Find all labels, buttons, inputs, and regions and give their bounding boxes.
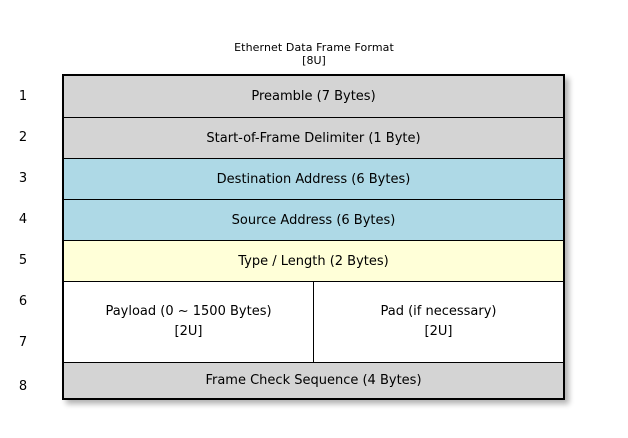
frame-field-sfd-label: Start-of-Frame Delimiter (1 Byte) bbox=[206, 130, 421, 146]
frame-field-payload-label: Payload (0 ~ 1500 Bytes) bbox=[105, 303, 272, 319]
frame-field-destination-address-label: Destination Address (6 Bytes) bbox=[216, 171, 411, 187]
row-number-4: 4 bbox=[18, 212, 28, 227]
frame-field-pad-label: Pad (if necessary) bbox=[380, 303, 497, 319]
row-number-2: 2 bbox=[18, 130, 28, 145]
frame-field-source-address-label: Source Address (6 Bytes) bbox=[231, 212, 396, 228]
frame-field-type-length-label: Type / Length (2 Bytes) bbox=[238, 253, 389, 269]
frame-field-payload: Payload (0 ~ 1500 Bytes) [2U] bbox=[64, 282, 314, 362]
frame-field-preamble: Preamble (7 Bytes) bbox=[64, 76, 563, 117]
frame-field-source-address: Source Address (6 Bytes) bbox=[64, 199, 563, 240]
row-number-7: 7 bbox=[18, 335, 28, 350]
frame-field-pad-annotation: [2U] bbox=[424, 324, 453, 339]
row-number-1: 1 bbox=[18, 89, 28, 104]
ethernet-frame-diagram: Preamble (7 Bytes) Start-of-Frame Delimi… bbox=[62, 74, 569, 404]
frame-field-destination-address: Destination Address (6 Bytes) bbox=[64, 158, 563, 199]
frame-field-sfd: Start-of-Frame Delimiter (1 Byte) bbox=[64, 117, 563, 158]
row-number-6: 6 bbox=[18, 294, 28, 309]
row-number-5: 5 bbox=[18, 253, 28, 268]
title-main-text: Ethernet Data Frame Format bbox=[234, 41, 394, 54]
row-number-3: 3 bbox=[18, 171, 28, 186]
row-number-gutter: 1 2 3 4 5 6 7 8 bbox=[0, 74, 62, 400]
diagram-title: Ethernet Data Frame Format [8U] bbox=[0, 41, 628, 68]
frame-field-payload-annotation: [2U] bbox=[174, 324, 203, 339]
frame-border: Preamble (7 Bytes) Start-of-Frame Delimi… bbox=[62, 74, 565, 400]
frame-field-frame-check-sequence: Frame Check Sequence (4 Bytes) bbox=[64, 363, 563, 398]
frame-field-preamble-label: Preamble (7 Bytes) bbox=[251, 89, 376, 104]
frame-field-frame-check-sequence-label: Frame Check Sequence (4 Bytes) bbox=[205, 373, 422, 388]
frame-field-pad: Pad (if necessary) [2U] bbox=[314, 282, 563, 362]
frame-field-type-length: Type / Length (2 Bytes) bbox=[64, 240, 563, 281]
title-sub-text: [8U] bbox=[302, 53, 326, 67]
row-number-8: 8 bbox=[18, 379, 28, 394]
frame-field-payload-row: Payload (0 ~ 1500 Bytes) [2U] Pad (if ne… bbox=[64, 281, 563, 363]
